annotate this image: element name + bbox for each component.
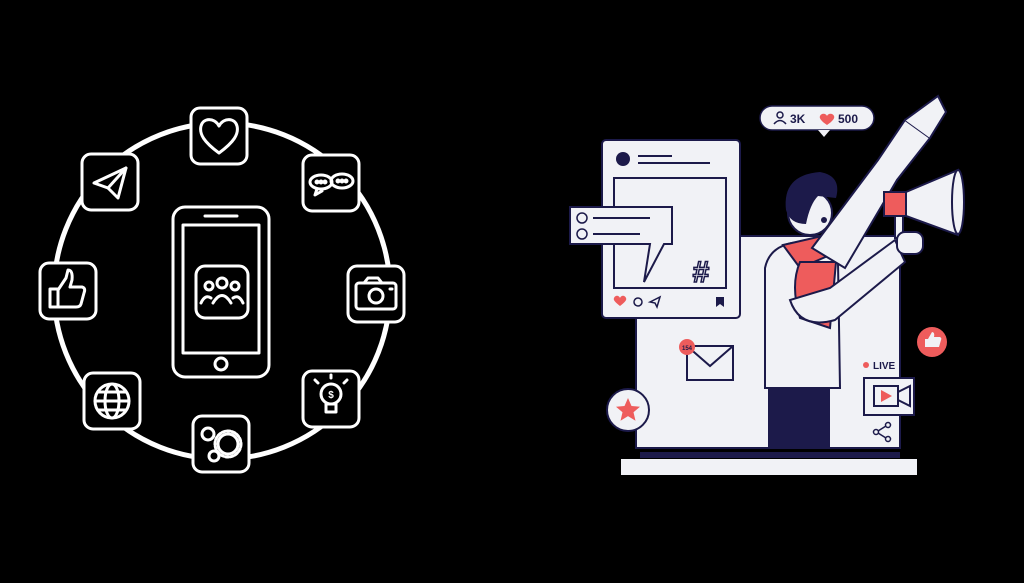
post-bookmark-icon bbox=[716, 297, 724, 307]
marketing-illustration: # 3K 500 bbox=[569, 94, 965, 475]
gears-icon bbox=[191, 414, 251, 474]
star-badge bbox=[606, 388, 650, 432]
camera-icon bbox=[346, 264, 406, 324]
likes-count: 500 bbox=[838, 112, 858, 126]
person-with-megaphone bbox=[764, 94, 965, 448]
followers-count: 3K bbox=[790, 112, 806, 126]
monitor-stand bbox=[621, 459, 917, 475]
play-icon bbox=[881, 390, 892, 402]
like-badge bbox=[917, 327, 947, 357]
email-icon: 154 bbox=[679, 339, 734, 381]
avatar bbox=[616, 152, 630, 166]
comment-bubble bbox=[569, 206, 673, 283]
post-heart-icon bbox=[613, 295, 627, 306]
live-video-widget: LIVE bbox=[863, 361, 915, 416]
monitor-stand-shadow bbox=[640, 452, 900, 458]
smartphone-icon bbox=[171, 205, 271, 379]
likes-heart-icon bbox=[819, 113, 835, 125]
post-share-icon bbox=[647, 295, 662, 310]
chat-bubbles-icon bbox=[301, 153, 361, 213]
lightbulb-money-icon: $ bbox=[301, 369, 361, 429]
svg-text:$: $ bbox=[328, 390, 334, 401]
email-badge bbox=[679, 339, 695, 355]
live-label: LIVE bbox=[873, 361, 896, 372]
megaphone-icon bbox=[883, 168, 965, 239]
group-users-icon bbox=[194, 264, 250, 320]
email-badge-count: 154 bbox=[682, 346, 693, 352]
live-dot-icon bbox=[863, 362, 869, 368]
thumbs-up-icon bbox=[38, 261, 98, 321]
hashtag-label: # bbox=[693, 256, 710, 289]
share-icon bbox=[872, 421, 892, 443]
post-comment-icon bbox=[633, 297, 643, 307]
social-network-diagram: $ bbox=[38, 106, 406, 474]
globe-icon bbox=[82, 371, 142, 431]
paper-plane-icon bbox=[80, 152, 140, 212]
stats-pill: 3K 500 bbox=[759, 105, 875, 137]
heart-icon bbox=[189, 106, 249, 166]
user-icon bbox=[776, 111, 784, 119]
